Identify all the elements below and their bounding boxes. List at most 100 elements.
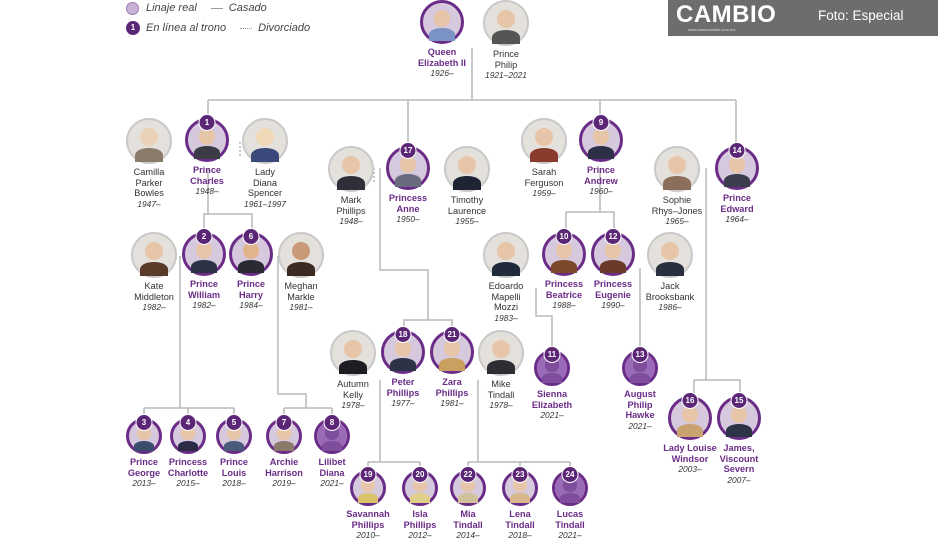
years-mark: 1948–: [339, 216, 363, 226]
cambio-site: www.diariocambio.com.mx: [688, 27, 736, 32]
portrait-mike: [478, 330, 524, 376]
rank-badge-george: 3: [135, 414, 153, 431]
years-archie: 2019–: [272, 478, 296, 488]
rank-badge-beatrice: 10: [555, 228, 573, 245]
years-george: 2013–: [132, 478, 156, 488]
person-edoardo: Edoardo Mapelli Mozzi 1983–: [464, 232, 548, 323]
name-sophie: Sophie Rhys–Jones: [651, 195, 703, 216]
portrait-meghan: [278, 232, 324, 278]
years-peter: 1977–: [391, 398, 415, 408]
person-william: 2 Prince William 1982–: [162, 228, 246, 310]
rank-badge-isla: 20: [411, 466, 429, 483]
person-louise: 16 Lady Louise Windsor 2003–: [648, 392, 732, 474]
person-lucas: 24 Lucas Tindall 2021–: [528, 466, 612, 540]
person-charlotte: 4 Princess Charlotte 2015–: [146, 414, 230, 488]
name-charles: Prince Charles: [190, 165, 224, 186]
years-august: 2021–: [628, 420, 652, 431]
person-sienna: 11 Sienna Elizabeth 2021–: [510, 346, 594, 420]
rank-badge-sienna: 11: [543, 346, 561, 363]
rank-badge-zara: 21: [443, 326, 461, 343]
person-beatrice: 10 Princess Beatrice 1988–: [522, 228, 606, 310]
years-sienna: 2021–: [540, 410, 564, 420]
portrait-timothy: [444, 146, 490, 192]
rank-badge-august: 13: [631, 346, 649, 363]
years-sophie: 1965–: [665, 216, 689, 226]
name-louise: Lady Louise Windsor: [663, 443, 717, 464]
person-savannah: 19 Savannah Phillips 2010–: [326, 466, 410, 540]
name-timothy: Timothy Laurence: [447, 195, 487, 216]
portrait-diana: [242, 118, 288, 164]
person-sarah: Sarah Ferguson 1959–: [502, 118, 586, 198]
person-louis: 5 Prince Louis 2018–: [192, 414, 276, 488]
years-diana: 1961–1997: [244, 198, 286, 209]
rank-badge-lucas: 24: [561, 466, 579, 483]
name-george: Prince George: [127, 457, 161, 478]
name-lucas: Lucas Tindall: [555, 509, 585, 530]
years-louise: 2003–: [678, 464, 702, 474]
portrait-peter: 18: [381, 326, 425, 374]
cambio-logo: CAMBIO: [676, 1, 777, 28]
name-camilla: Camilla Parker Bowles: [133, 167, 165, 198]
name-charlotte: Princess Charlotte: [167, 457, 209, 478]
name-james: James, Viscount Severn: [719, 443, 759, 474]
person-james: 15 James, Viscount Severn 2007–: [697, 392, 781, 485]
person-zara: 21 Zara Phillips 1981–: [410, 326, 494, 408]
person-peter: 18 Peter Phillips 1977–: [361, 326, 445, 408]
legend-row-succession: 1 En línea al trono Divorciado: [126, 18, 310, 38]
person-george: 3 Prince George 2013–: [102, 414, 186, 488]
portrait-louise: 16: [668, 392, 712, 440]
rank-badge-charlotte: 4: [179, 414, 197, 431]
years-harry: 1984–: [239, 300, 263, 310]
rank-badge-louis: 5: [225, 414, 243, 431]
rank-badge-archie: 7: [275, 414, 293, 431]
person-philip: Prince Philip 1921–2021: [464, 0, 548, 80]
years-edoardo: 1983–: [494, 312, 518, 323]
person-camilla: Camilla Parker Bowles 1947–: [107, 118, 191, 209]
legend-divorced-label: Divorciado: [258, 22, 311, 34]
years-savannah: 2010–: [356, 530, 380, 540]
years-mia: 2014–: [456, 530, 480, 540]
person-archie: 7 Archie Harrison 2019–: [242, 414, 326, 488]
years-eugenie: 1990–: [601, 300, 625, 310]
person-meghan: Meghan Markle 1981–: [259, 232, 343, 312]
succession-number-icon: 1: [126, 21, 140, 35]
name-mike: Mike Tindall: [487, 379, 515, 400]
portrait-philip: [483, 0, 529, 46]
years-kate: 1982–: [142, 302, 166, 312]
years-william: 1982–: [192, 300, 216, 310]
name-elizabeth: Queen Elizabeth II: [418, 47, 466, 68]
name-philip: Prince Philip: [492, 49, 520, 70]
legend-row-lineage: Linaje real Casado: [126, 0, 310, 18]
name-autumn: Autumn Kelly: [337, 379, 369, 400]
legend-lineage-label: Linaje real: [146, 2, 197, 14]
name-peter: Peter Phillips: [386, 377, 420, 398]
person-sophie: Sophie Rhys–Jones 1965–: [635, 146, 719, 226]
years-elizabeth: 1926–: [430, 68, 454, 78]
name-andrew: Prince Andrew: [584, 165, 618, 186]
person-lilibet: 8 Lilibet Diana 2021–: [290, 414, 374, 488]
rank-badge-edward: 14: [728, 142, 746, 159]
name-louis: Prince Louis: [219, 457, 249, 478]
person-mark: Mark Phillips 1948–: [309, 146, 393, 226]
person-lena: 23 Lena Tindall 2018–: [478, 466, 562, 540]
years-james: 2007–: [727, 474, 751, 485]
portrait-louis: 5: [216, 414, 252, 454]
name-sarah: Sarah Ferguson: [524, 167, 564, 188]
name-harry: Prince Harry: [236, 279, 266, 300]
person-edward: 14 Prince Edward 1964–: [695, 142, 779, 224]
portrait-charles: 1: [185, 114, 229, 162]
rank-badge-harry: 6: [242, 228, 260, 245]
portrait-archie: 7: [266, 414, 302, 454]
name-eugenie: Princess Eugenie: [593, 279, 633, 300]
person-isla: 20 Isla Phillips 2012–: [378, 466, 462, 540]
years-andrew: 1960–: [589, 186, 613, 196]
portrait-james: 15: [717, 392, 761, 440]
years-charles: 1948–: [195, 186, 219, 196]
photo-credit: Foto: Especial: [818, 8, 904, 23]
person-diana: Lady Diana Spencer 1961–1997: [223, 118, 307, 209]
rank-badge-anne: 17: [399, 142, 417, 159]
portrait-anne: 17: [386, 142, 430, 190]
portrait-harry: 6: [229, 228, 273, 276]
portrait-lucas-silhouette: 24: [552, 466, 588, 506]
years-jack: 1986–: [658, 302, 682, 312]
